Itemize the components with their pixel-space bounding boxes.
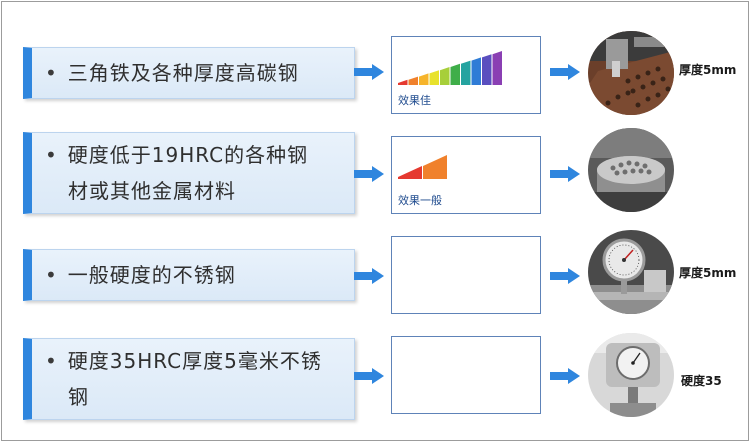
- sample-caption: 硬度35: [681, 374, 722, 388]
- rating-segment: [419, 73, 429, 85]
- sample-caption: 厚度5mm: [679, 266, 737, 280]
- material-label-box: • 三角铁及各种厚度高碳钢: [23, 47, 355, 99]
- material-label-box: • 硬度35HRC厚度5毫米不锈 钢: [23, 338, 355, 420]
- material-label-line-row: • 硬度35HRC厚度5毫米不锈: [45, 343, 345, 379]
- material-label: • 硬度35HRC厚度5毫米不锈 钢: [45, 343, 345, 415]
- material-label: • 三角铁及各种厚度高碳钢: [45, 55, 345, 91]
- effect-label: 效果佳: [398, 94, 431, 107]
- sample-photo-perforated-steel: [588, 31, 674, 115]
- arrow-right-icon: [550, 64, 580, 80]
- rating-segment: [429, 70, 439, 85]
- material-label-line: 硬度35HRC厚度5毫米不锈: [67, 349, 322, 373]
- arrow-right-icon: [550, 268, 580, 284]
- sample-photo-dial-gauge: [588, 230, 674, 314]
- rating-segment: [440, 67, 450, 85]
- material-label-box: • 硬度低于19HRC的各种钢 材或其他金属材料: [23, 132, 355, 214]
- sample-photo-hardness-tester: [588, 333, 674, 417]
- material-label-box: • 一般硬度的不锈钢: [23, 249, 355, 301]
- effect-label: 效果一般: [398, 194, 442, 207]
- effect-box: [391, 236, 541, 314]
- material-label-line-row: • 硬度低于19HRC的各种钢: [45, 137, 345, 173]
- material-label-line: 硬度低于19HRC的各种钢: [67, 143, 309, 167]
- material-label-line: 材或其他金属材料: [68, 179, 236, 203]
- arrow-right-icon: [354, 368, 384, 384]
- sample-photo-metal-block: [588, 128, 674, 212]
- rating-segment: [450, 63, 460, 85]
- rating-segment: [492, 51, 502, 85]
- rating-segment: [398, 166, 422, 179]
- arrow-right-icon: [354, 166, 384, 182]
- arrow-right-icon: [550, 166, 580, 182]
- material-label: • 硬度低于19HRC的各种钢 材或其他金属材料: [45, 137, 345, 209]
- rating-segment: [482, 54, 492, 85]
- rating-segment: [461, 60, 471, 85]
- effect-rating-wedge: [398, 155, 447, 179]
- effect-box: [391, 336, 541, 414]
- effect-box: 效果佳: [391, 36, 541, 114]
- rating-segment: [408, 76, 418, 85]
- effect-rating-wedge: [398, 51, 502, 85]
- arrow-right-icon: [550, 368, 580, 384]
- rating-segment: [398, 79, 408, 85]
- bullet-mark: •: [45, 143, 58, 167]
- rating-segment: [423, 155, 447, 179]
- material-label-line: 一般硬度的不锈钢: [67, 263, 236, 287]
- arrow-right-icon: [354, 64, 384, 80]
- arrow-right-icon: [354, 268, 384, 284]
- rating-segment: [471, 57, 481, 85]
- material-label-line: 三角铁及各种厚度高碳钢: [67, 61, 299, 85]
- effect-box: 效果一般: [391, 136, 541, 214]
- material-label: • 一般硬度的不锈钢: [45, 257, 345, 293]
- bullet-mark: •: [45, 349, 58, 373]
- material-label-line: 钢: [68, 385, 89, 409]
- bullet-mark: •: [45, 263, 58, 287]
- bullet-mark: •: [45, 61, 58, 85]
- sample-caption: 厚度5mm: [679, 63, 737, 77]
